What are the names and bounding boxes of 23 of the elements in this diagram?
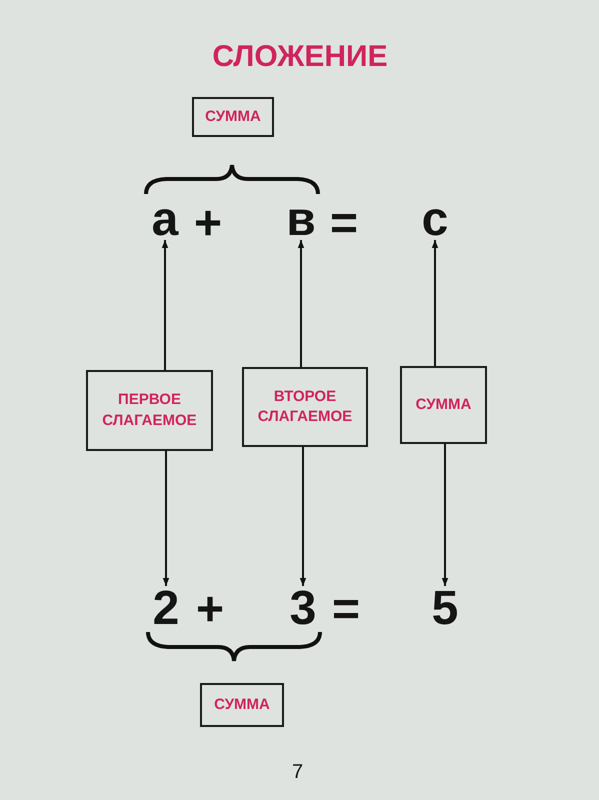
math-operator: + bbox=[196, 586, 224, 634]
arrow bbox=[432, 240, 438, 366]
math-symbol: 3 bbox=[286, 586, 320, 632]
arrow bbox=[162, 240, 168, 370]
term-box: ПЕРВОЕ СЛАГАЕМОЕ bbox=[86, 370, 213, 451]
arrow bbox=[298, 240, 304, 367]
math-symbol: 5 bbox=[428, 586, 462, 632]
math-symbol: 2 bbox=[149, 586, 183, 632]
term-box: СУММА bbox=[192, 97, 274, 137]
math-operator: = bbox=[330, 200, 358, 248]
arrow bbox=[300, 447, 306, 586]
term-box: СУММА bbox=[400, 366, 487, 444]
math-symbol: а bbox=[148, 200, 182, 240]
term-box: СУММА bbox=[200, 683, 284, 727]
math-operator: = bbox=[332, 586, 360, 634]
math-symbol: с bbox=[418, 200, 452, 240]
arrow bbox=[442, 444, 448, 586]
math-symbol: в bbox=[284, 200, 318, 240]
title: СЛОЖЕНИЕ bbox=[211, 40, 389, 74]
page-number: 7 bbox=[292, 762, 304, 782]
term-box: ВТОРОЕ СЛАГАЕМОЕ bbox=[242, 367, 368, 447]
math-operator: + bbox=[194, 200, 222, 248]
arrow bbox=[162, 451, 170, 586]
